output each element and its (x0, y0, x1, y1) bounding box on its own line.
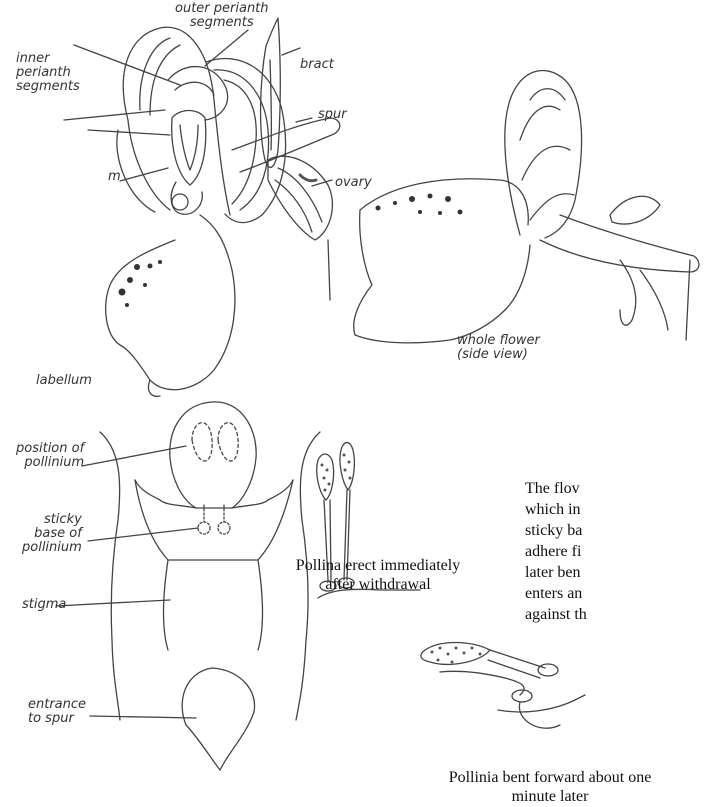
paragraph-line: enters an (525, 583, 705, 604)
label-spur: spur (318, 108, 347, 122)
pollinia-bent-drawing (421, 643, 585, 729)
paragraph-line: adhere fi (525, 541, 705, 562)
side-view-flower (354, 70, 699, 342)
paragraph-line: later ben (525, 562, 705, 583)
paragraph-line: which in (525, 499, 705, 520)
label-bract: bract (300, 58, 334, 72)
label-sticky-base: sticky base of pollinium (22, 513, 82, 555)
label-entrance-to-spur: entrance to spur (28, 698, 86, 726)
caption-pollina-erect: Pollina erect immediately after withdraw… (258, 556, 498, 594)
label-outer-perianth: outer perianth segments (175, 2, 269, 30)
front-view-flower (64, 18, 340, 396)
cropped-paragraph: The flov which in sticky ba adhere fi la… (525, 478, 705, 625)
paragraph-line: sticky ba (525, 520, 705, 541)
paragraph-line: against th (525, 604, 705, 625)
label-position-of-pollinium: position of pollinium (16, 442, 84, 470)
label-inner-perianth: inner perianth segments (16, 52, 80, 94)
label-whole-flower: whole flower (side view) (457, 334, 540, 362)
label-labellum: labellum (36, 374, 92, 388)
caption-pollinia-bent: Pollinia bent forward about one minute l… (395, 768, 705, 806)
label-ovary: ovary (335, 176, 372, 190)
paragraph-line: The flov (525, 478, 705, 499)
label-stigma: stigma (22, 598, 66, 612)
label-m: m (108, 170, 121, 184)
